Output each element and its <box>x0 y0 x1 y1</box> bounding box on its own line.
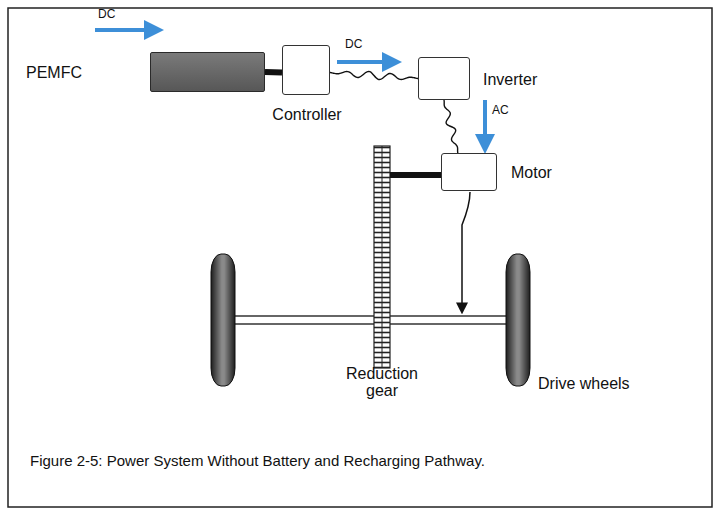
motor-box: Motor <box>441 153 497 191</box>
fuel-cell-stack: PEMFC <box>150 52 265 92</box>
current-type: DC <box>345 38 362 51</box>
dc-flow-arrow <box>95 28 160 32</box>
inverter-box: Inverter <box>418 57 470 100</box>
component-name: Motor <box>511 164 552 182</box>
torque-arrow <box>462 192 470 312</box>
figure-caption: Figure 2-5: Power System Without Battery… <box>30 452 485 469</box>
part-name: Reduction gear <box>342 366 422 400</box>
component-name: Controller <box>272 106 341 124</box>
power-cable <box>330 71 418 79</box>
dc-flow-arrow <box>337 60 398 64</box>
figure-frame <box>8 8 712 507</box>
power-bus-bar <box>265 69 282 76</box>
component-name: Inverter <box>483 71 537 89</box>
axle <box>234 323 507 324</box>
motor-shaft <box>390 172 441 178</box>
current-type: DC <box>98 8 115 21</box>
controller-box: Controller <box>282 45 330 95</box>
drive-wheel <box>211 254 235 386</box>
current-type: AC <box>492 104 509 117</box>
ac-flow-arrow <box>483 100 487 150</box>
part-name: Drive wheels <box>538 376 630 393</box>
drive-wheel <box>506 254 530 386</box>
gear-core <box>382 146 383 368</box>
power-cable <box>444 100 458 153</box>
reduction-gear <box>374 146 390 368</box>
component-name: PEMFC <box>26 64 82 82</box>
axle <box>234 315 507 316</box>
